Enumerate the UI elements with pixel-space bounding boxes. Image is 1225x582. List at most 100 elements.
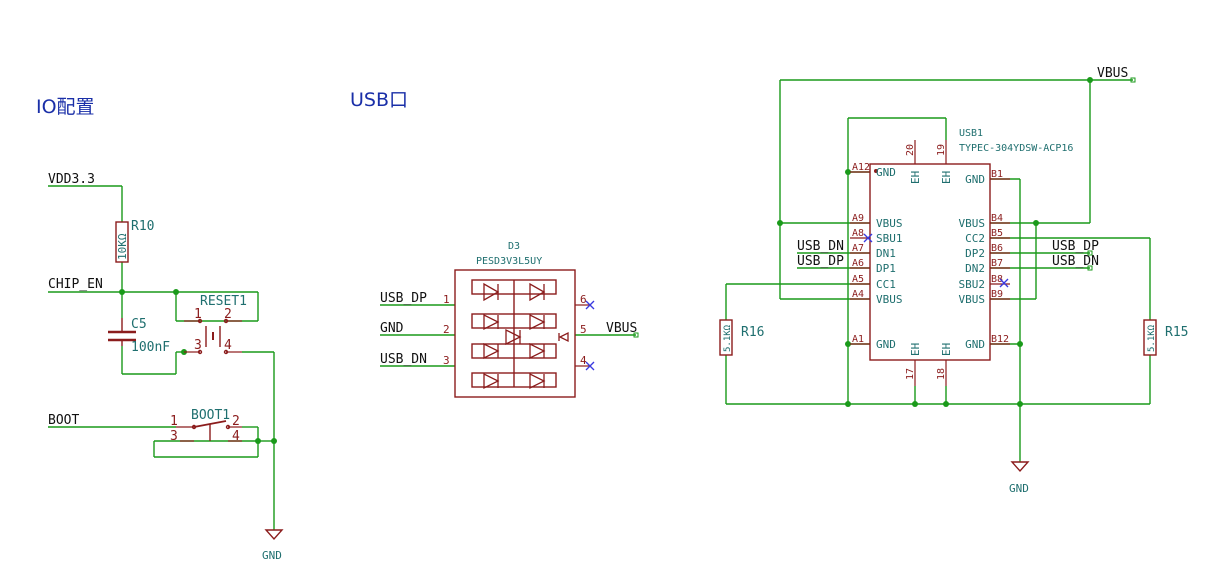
r15-value: 5.1KΩ bbox=[1147, 324, 1157, 352]
usb1-pin-number: A8 bbox=[852, 228, 864, 239]
reset1-pin-3: 3 bbox=[194, 338, 202, 353]
reset1-pin-2: 2 bbox=[224, 307, 232, 322]
vbus-top-anchor bbox=[1130, 77, 1136, 83]
usb1-pin-17: 17 bbox=[905, 368, 916, 380]
boot1-pin-3: 3 bbox=[170, 429, 178, 444]
d3-value: PESD3V3L5UY bbox=[476, 256, 542, 267]
usb1-pin-number: B7 bbox=[991, 258, 1003, 269]
r16-value: 5.1KΩ bbox=[723, 324, 733, 352]
d3-net-usb-dp: USB_DP bbox=[380, 291, 427, 306]
boot1-pin-1: 1 bbox=[170, 414, 178, 429]
usb1-pin-number: B8 bbox=[991, 274, 1003, 285]
usb1-net-vbus: VBUS bbox=[1097, 66, 1128, 81]
junction bbox=[119, 289, 125, 295]
usb1-pin-name: DN1 bbox=[876, 247, 896, 260]
d3-wires bbox=[380, 304, 636, 367]
gnd-label-right: GND bbox=[1009, 482, 1029, 495]
resistor-r15[interactable]: R15 5.1KΩ bbox=[1143, 319, 1188, 356]
switch-reset1[interactable]: RESET1 1 2 3 4 bbox=[184, 294, 247, 355]
usb1-pin-name: GND bbox=[876, 338, 896, 351]
d3-net-vbus: VBUS bbox=[606, 321, 637, 336]
resistor-r10[interactable]: R10 10KΩ bbox=[115, 219, 154, 263]
junction bbox=[1017, 401, 1023, 407]
usb1-pin-number: A1 bbox=[852, 334, 864, 345]
reset1-pin-4: 4 bbox=[224, 338, 232, 353]
usb1-pin-17-name: EH bbox=[909, 343, 922, 356]
tvs-diode-d3[interactable]: D3 PESD3V3L5UY 1 2 3 4 5 bbox=[443, 241, 595, 398]
usb1-pin-name: SBU1 bbox=[876, 232, 903, 245]
d3-net-gnd: GND bbox=[380, 321, 404, 336]
switch-boot1[interactable]: BOOT1 1 2 3 4 bbox=[170, 408, 242, 444]
reset1-pin-1: 1 bbox=[194, 307, 202, 322]
r10-ref: R10 bbox=[131, 219, 154, 234]
usb1-pin-number: B5 bbox=[991, 228, 1003, 239]
usb1-net-usb-dn-right: USB_DN bbox=[1052, 254, 1099, 269]
junction bbox=[845, 401, 851, 407]
boot1-pin-2: 2 bbox=[232, 414, 240, 429]
capacitor-c5[interactable]: C5 100nF bbox=[108, 317, 170, 355]
usb1-pin-name: CC1 bbox=[876, 278, 896, 291]
usb1-pin-18: 18 bbox=[936, 368, 947, 380]
d3-net-usb-dn: USB_DN bbox=[380, 352, 427, 367]
d3-pin-1: 1 bbox=[443, 293, 450, 306]
usb1-pin-name: VBUS bbox=[959, 293, 986, 306]
usb1-pin-20: 20 bbox=[905, 144, 916, 156]
d3-ref: D3 bbox=[508, 241, 520, 252]
junction bbox=[845, 169, 851, 175]
boot1-ref: BOOT1 bbox=[191, 408, 230, 423]
junction bbox=[271, 438, 277, 444]
boot1-pin-4: 4 bbox=[232, 429, 240, 444]
usb1-net-usb-dp-left: USB_DP bbox=[797, 254, 844, 269]
usb1-pin-name: DP1 bbox=[876, 262, 896, 275]
gnd-symbol-left: GND bbox=[262, 529, 284, 562]
usb-dp-anchor bbox=[1087, 250, 1093, 256]
gnd-symbol-right: GND bbox=[1009, 461, 1030, 495]
usb1-pin-number: B6 bbox=[991, 243, 1003, 254]
usb1-pin-number: A9 bbox=[852, 213, 864, 224]
usb1-right-pins: B1GNDB4VBUSB5CC2B6DP2B7DN2B8SBU2B9VBUSB1… bbox=[959, 169, 1010, 351]
r10-value: 10KΩ bbox=[116, 233, 129, 260]
c5-ref: C5 bbox=[131, 317, 147, 332]
r16-ref: R16 bbox=[741, 325, 764, 340]
net-label-chip-en: CHIP_EN bbox=[48, 277, 103, 292]
junction bbox=[943, 401, 949, 407]
d3-pin-6: 6 bbox=[580, 293, 587, 306]
usb1-pin-number: A4 bbox=[852, 289, 864, 300]
usb1-pin-number: B4 bbox=[991, 213, 1003, 224]
usb1-wires bbox=[725, 79, 1151, 462]
usb1-pin-19: 19 bbox=[936, 144, 947, 156]
c5-value: 100nF bbox=[131, 340, 170, 355]
usb1-pin-name: GND bbox=[876, 166, 896, 179]
usb1-pin-number: A5 bbox=[852, 274, 864, 285]
usb1-pin-name: VBUS bbox=[959, 217, 986, 230]
usb1-net-usb-dp-right: USB_DP bbox=[1052, 239, 1099, 254]
usb1-pin-20-name: EH bbox=[909, 171, 922, 184]
junction bbox=[255, 438, 261, 444]
usb1-pin-number: B1 bbox=[991, 169, 1003, 180]
junction bbox=[1017, 341, 1023, 347]
usb1-value: TYPEC-304YDSW-ACP16 bbox=[959, 143, 1073, 154]
d3-pin-2: 2 bbox=[443, 323, 450, 336]
usb-section-title: USB口 bbox=[350, 89, 408, 111]
junction bbox=[777, 220, 783, 226]
net-label-boot: BOOT bbox=[48, 413, 79, 428]
usb1-pin-number: A6 bbox=[852, 258, 864, 269]
usb1-pin-name: GND bbox=[965, 173, 985, 186]
usb1-pin-name: CC2 bbox=[965, 232, 985, 245]
d3-pin-5: 5 bbox=[580, 323, 587, 336]
junction bbox=[1087, 77, 1093, 83]
usb-dn-anchor bbox=[1087, 265, 1093, 271]
usb1-pin-19-name: EH bbox=[940, 171, 953, 184]
reset1-ref: RESET1 bbox=[200, 294, 247, 309]
usb1-pin-name: DN2 bbox=[965, 262, 985, 275]
io-wires bbox=[48, 185, 275, 530]
usb1-pin-number: A12 bbox=[852, 162, 870, 173]
usb1-pin-name: VBUS bbox=[876, 217, 903, 230]
usb1-pin-number: A7 bbox=[852, 243, 864, 254]
junction bbox=[1033, 220, 1039, 226]
resistor-r16[interactable]: R16 5.1KΩ bbox=[719, 319, 764, 356]
r15-ref: R15 bbox=[1165, 325, 1188, 340]
